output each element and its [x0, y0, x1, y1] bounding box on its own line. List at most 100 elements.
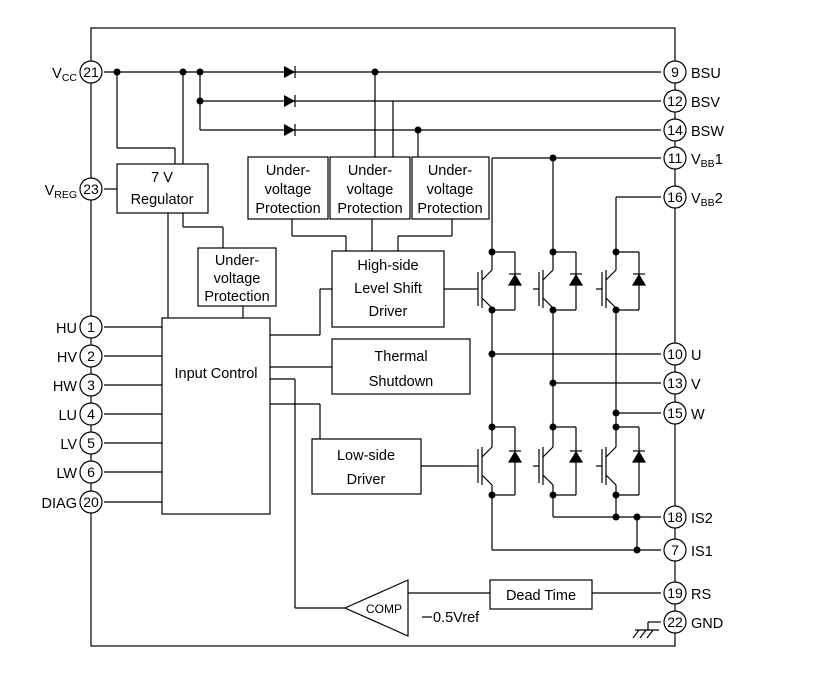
pin-16: 16 VBB2 — [663, 185, 723, 209]
pin-circle — [663, 371, 687, 395]
pin-number: 12 — [667, 93, 683, 109]
ground-icon — [632, 629, 659, 639]
pin-number: 9 — [671, 64, 679, 80]
pin-name: LV — [60, 437, 77, 453]
pin-number: 4 — [87, 406, 95, 422]
uvp-w-line-1: Under- — [428, 163, 472, 179]
pin-10: 10 U — [663, 342, 701, 366]
pin-name: GND — [691, 616, 723, 632]
igbt-v-high-icon — [533, 251, 584, 311]
pin-name: IS1 — [691, 544, 713, 560]
low-side-driver-block: Low-side Driver — [311, 438, 422, 495]
pin-circle — [663, 89, 687, 113]
bootstrap-diodes — [284, 66, 296, 136]
pin-circle — [79, 315, 103, 339]
low-side-line-1: Low-side — [337, 448, 395, 464]
pin-name: BSU — [691, 66, 721, 82]
pin-name: HV — [57, 350, 77, 366]
pin-name: U — [691, 348, 701, 364]
pin-number: 20 — [83, 494, 99, 510]
pin-5: 5 LV — [60, 431, 103, 455]
comparator: COMP 0.5Vref — [343, 579, 480, 637]
comp-label: COMP — [366, 602, 402, 616]
uvp-block-v: Under- voltage Protection — [329, 156, 411, 220]
pin-number: 10 — [667, 346, 683, 362]
pin-circle — [663, 185, 687, 209]
vref-label: 0.5Vref — [433, 610, 480, 626]
uvp-block-u: Under- voltage Protection — [247, 156, 329, 220]
diode-bsw-icon — [284, 124, 296, 136]
pin-name: VBB2 — [691, 191, 723, 209]
pin-4: 4 LU — [58, 402, 103, 426]
pin-number: 21 — [83, 64, 99, 80]
pin-14: 14 BSW — [663, 118, 724, 142]
uvp-w-line-3: Protection — [417, 201, 482, 217]
pin-name: HW — [53, 379, 77, 395]
pin-circle — [663, 118, 687, 142]
high-side-igbts — [470, 251, 647, 311]
pin-number: 18 — [667, 509, 683, 525]
pin-name: LU — [58, 408, 77, 424]
regulator-line-2: Regulator — [131, 192, 194, 208]
uvp-v-line-3: Protection — [337, 201, 402, 217]
pin-name: VBB1 — [691, 152, 723, 170]
input-control-block: Input Control — [161, 317, 271, 515]
thermal-line-1: Thermal — [374, 349, 427, 365]
high-side-line-2: Level Shift — [354, 281, 422, 297]
pin-number: 5 — [87, 435, 95, 451]
uvp-vcc-line-3: Protection — [204, 289, 269, 305]
pin-name: HU — [56, 321, 77, 337]
uvp-w-line-2: voltage — [427, 182, 474, 198]
thermal-line-2: Shutdown — [369, 374, 434, 390]
pin-circle — [663, 581, 687, 605]
pin-circle — [663, 505, 687, 529]
igbt-v-low-icon — [533, 426, 584, 496]
pin-circle — [663, 610, 687, 634]
diode-bsv-icon — [284, 95, 296, 107]
thermal-shutdown-block: Thermal Shutdown — [331, 338, 471, 395]
pin-number: 23 — [83, 181, 99, 197]
igbt-u-low-icon — [470, 426, 523, 496]
pin-20: 20 DIAG — [42, 490, 103, 514]
pin-name: RS — [691, 587, 711, 603]
pin-21: 21 VCC — [52, 60, 103, 84]
pin-circle — [79, 402, 103, 426]
igbt-w-high-icon — [596, 251, 647, 311]
pin-name: BSV — [691, 95, 720, 111]
low-side-igbts — [470, 426, 647, 496]
pin-number: 1 — [87, 319, 95, 335]
uvp-v-line-1: Under- — [348, 163, 392, 179]
low-side-line-2: Driver — [347, 472, 386, 488]
pin-circle — [663, 60, 687, 84]
uvp-u-line-2: voltage — [265, 182, 312, 198]
uvp-u-line-3: Protection — [255, 201, 320, 217]
pin-3: 3HW — [53, 373, 103, 397]
input-control-label: Input Control — [174, 366, 257, 382]
pin-number: 15 — [667, 405, 683, 421]
pin-name: LW — [56, 466, 77, 482]
pin-name: VCC — [52, 66, 77, 84]
regulator-line-1: 7 V — [151, 170, 173, 186]
pin-name: BSW — [691, 124, 724, 140]
pin-number: 14 — [667, 122, 683, 138]
pin-number: 19 — [667, 585, 683, 601]
igbt-u-high-icon — [470, 251, 523, 311]
pin-circle — [663, 342, 687, 366]
pin-name: DIAG — [42, 496, 77, 512]
high-side-line-1: High-side — [357, 258, 418, 274]
high-side-line-3: Driver — [369, 304, 408, 320]
pin-name: V — [691, 377, 701, 393]
igbt-w-low-icon — [596, 426, 647, 496]
regulator-block: 7 V Regulator — [116, 163, 209, 214]
pin-circle — [663, 401, 687, 425]
uvp-v-line-2: voltage — [347, 182, 394, 198]
pin-circle — [79, 373, 103, 397]
pin-number: 16 — [667, 189, 683, 205]
